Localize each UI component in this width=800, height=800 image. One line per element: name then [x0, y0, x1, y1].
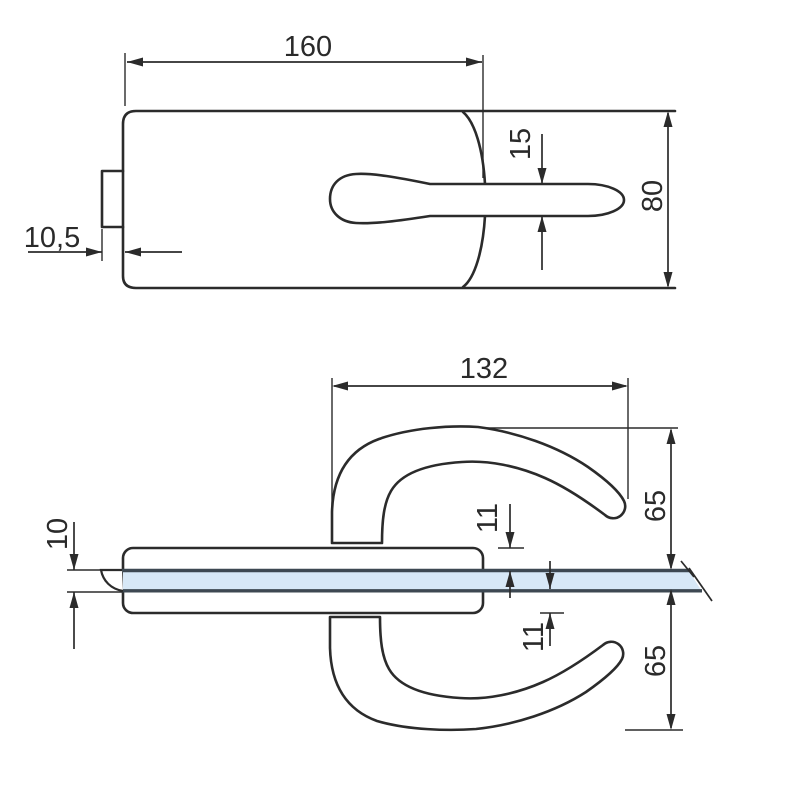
- dim-65-upper-arrow-up: [666, 428, 676, 444]
- glass-fill: [123, 571, 701, 590]
- dim-160-arrow-right: [466, 57, 482, 67]
- dim-65-lower-arrow-down: [666, 714, 676, 730]
- dim-132: 132: [331, 353, 629, 512]
- latch-tab: [100, 169, 125, 229]
- dim-label-length: 160: [284, 31, 332, 63]
- glass-pane: [67, 560, 713, 602]
- dim-11-lower-arrow-up: [545, 613, 555, 629]
- plate-outline: [121, 109, 677, 290]
- side-view: 132 10 11 11: [42, 353, 713, 732]
- glass-break-stroke-2: [688, 567, 713, 602]
- dim-10: 10: [42, 518, 79, 649]
- dim-label-tab-offset: 10,5: [24, 222, 80, 254]
- dim-10-5: 10,5: [24, 222, 182, 261]
- glass-break-stroke-1: [680, 560, 695, 578]
- dim-11-upper-arrow-down: [505, 532, 515, 548]
- dim-132-arrow-left: [332, 381, 348, 391]
- dim-label-depth: 80: [637, 180, 669, 212]
- dim-80: 80: [637, 111, 673, 288]
- upper-hook-outline: [330, 425, 627, 545]
- dim-label-hook-reach: 132: [460, 353, 508, 385]
- dim-10-arrow-up: [69, 592, 79, 608]
- dim-label-lower-gap: 11: [518, 622, 550, 652]
- top-view: 160 10,5 15 80: [24, 31, 677, 290]
- dim-11-lower: 11: [518, 561, 564, 652]
- dim-10-5-arrow-right: [125, 247, 141, 257]
- dim-11-lower-arrow-down: [545, 573, 555, 589]
- dim-15: 15: [505, 128, 547, 270]
- dim-160: 160: [124, 31, 484, 178]
- dim-65-lower: 65: [625, 589, 683, 731]
- glass-tip: [99, 568, 124, 593]
- dim-label-upper-hook: 65: [640, 490, 672, 522]
- dim-65-upper: 65: [485, 427, 678, 570]
- dim-80-arrow-up: [663, 111, 673, 127]
- dim-80-arrow-down: [663, 272, 673, 288]
- dim-11-upper-arrow-up: [505, 571, 515, 587]
- plate-curved-edge-upper: [461, 110, 487, 186]
- dim-label-glass-thickness: 10: [42, 518, 74, 550]
- dim-label-upper-gap: 11: [472, 503, 504, 533]
- dim-10-arrow-down: [69, 554, 79, 570]
- dim-label-lever-width: 15: [505, 128, 537, 160]
- dim-15-arrow-up: [537, 216, 547, 232]
- dim-65-upper-arrow-down: [666, 554, 676, 570]
- dim-15-arrow-down: [537, 168, 547, 184]
- dim-132-arrow-right: [612, 381, 628, 391]
- dim-11-upper: 11: [472, 503, 524, 598]
- dim-160-arrow-left: [127, 57, 143, 67]
- dim-65-lower-arrow-up: [666, 589, 676, 605]
- lever-outline: [328, 172, 626, 225]
- dim-label-lower-hook: 65: [640, 645, 672, 677]
- plate-curved-edge-lower: [461, 214, 487, 289]
- lower-hook-outline: [328, 615, 625, 732]
- dim-10-5-arrow-left: [86, 247, 102, 257]
